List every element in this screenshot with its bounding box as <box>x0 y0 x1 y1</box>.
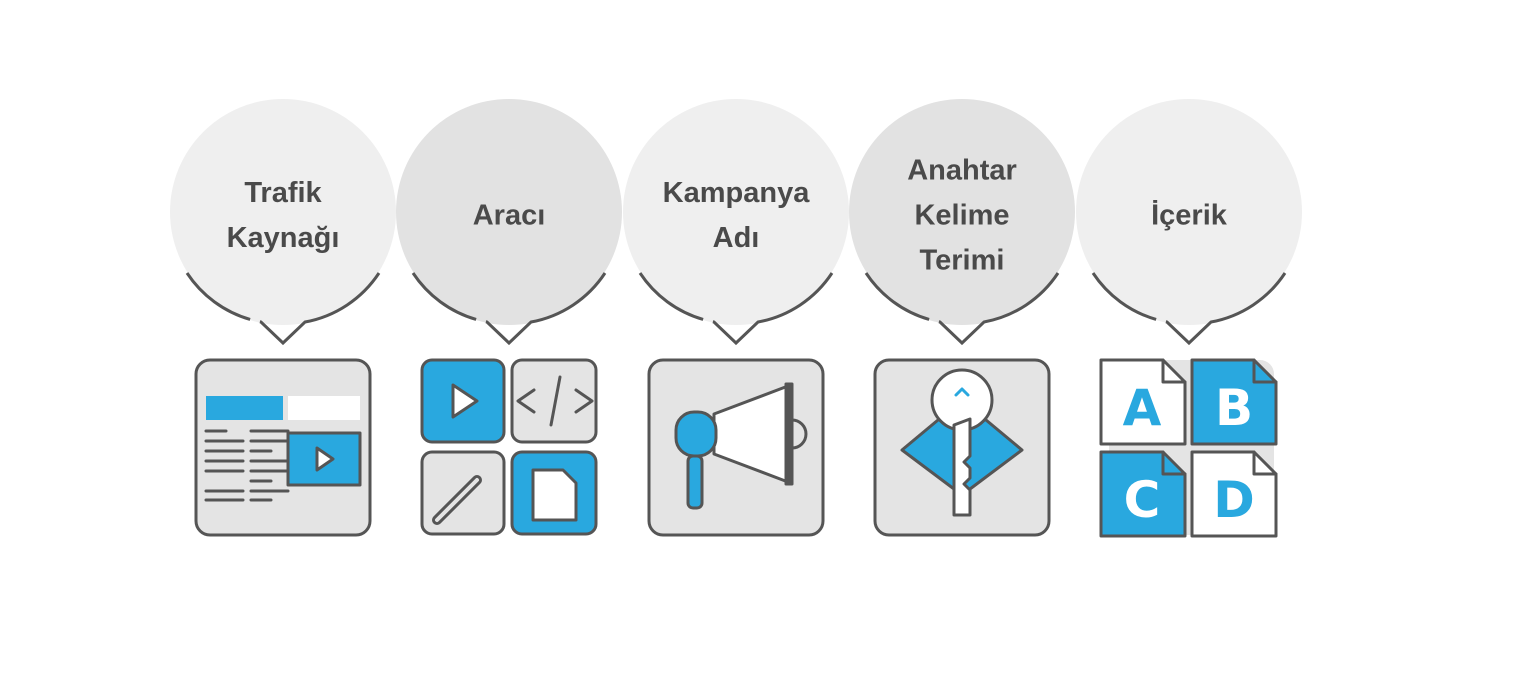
speech-bubble <box>623 99 849 346</box>
bubble-label-line: Kelime <box>914 199 1010 232</box>
bubble-label-line: Adı <box>712 222 760 254</box>
webpage-video-icon <box>194 358 372 537</box>
bubble-label-line: Kampanya <box>662 177 810 209</box>
speech-bubble <box>396 99 622 346</box>
bubble-label-line: Terimi <box>919 244 1005 277</box>
letter-c: C <box>1124 471 1161 529</box>
bubble-label: Aracı <box>409 194 609 239</box>
letter-a: A <box>1123 379 1162 437</box>
bubble-label-line: Kaynağı <box>226 222 340 254</box>
megaphone-icon <box>647 358 825 537</box>
speech-bubble <box>1076 99 1302 346</box>
bubble-label-line: İçerik <box>1151 199 1227 232</box>
media-tiles-icon <box>420 358 598 536</box>
bubble-label: İçerik <box>1089 194 1289 239</box>
letter-d: D <box>1213 471 1255 529</box>
abcd-documents-icon <box>1099 358 1278 538</box>
speech-bubble <box>170 99 396 346</box>
speech-bubble <box>849 99 1075 346</box>
bubble-label-line: Trafik <box>244 177 322 209</box>
bubble-label-line: Anahtar <box>907 154 1017 187</box>
key-icon <box>873 358 1051 537</box>
bubble-label-line: Aracı <box>472 199 546 232</box>
letter-b: B <box>1215 379 1253 437</box>
